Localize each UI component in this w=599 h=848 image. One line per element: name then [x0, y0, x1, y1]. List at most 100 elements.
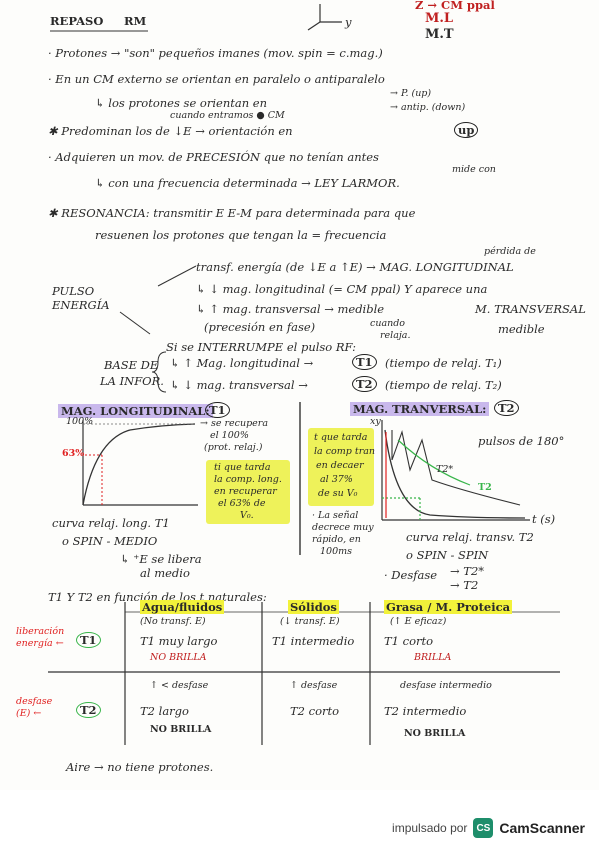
right-note-3: rápido, en: [312, 534, 361, 545]
top-note-3: M.T: [425, 27, 454, 42]
table-sub-agua: (No transf. E): [140, 616, 206, 627]
left-note-2: el 100%: [210, 430, 249, 441]
note-line-12: (precesión en fase): [204, 320, 316, 334]
row1-label-1: liberación: [16, 626, 65, 637]
row1-label-2: energía ←: [16, 638, 64, 649]
left-y100: 100%: [66, 416, 94, 427]
row2-agua: T2 largo: [140, 704, 189, 718]
right-graph-title: MAG. TRANVERSAL:: [350, 402, 490, 416]
note-line-11-b: M. TRANSVERSAL: [475, 302, 586, 316]
up-circle: up: [454, 122, 479, 138]
right-graph-box: [308, 428, 374, 506]
note-line-15-b: (tiempo de relaj. T₂): [385, 378, 502, 392]
scanned-page: [0, 0, 599, 790]
row2-grasa: T2 intermedio: [384, 704, 467, 718]
note-line-13: Si se INTERRUMPE el pulso RF:: [166, 340, 356, 354]
row2-circle: T2: [76, 702, 101, 718]
row1-agua-extra: NO BRILLA: [150, 652, 207, 663]
row2-agua-extra: NO BRILLA: [150, 724, 212, 735]
left-caption-3: ↳ ⁺E se libera: [120, 552, 202, 566]
note-line-12-b: cuando: [370, 318, 406, 329]
right-note-1: · La señal: [312, 510, 359, 521]
right-t2: T2: [478, 482, 492, 493]
note-line-1: · Protones → "son" pequeños imanes (mov.…: [48, 46, 383, 60]
top-note-1: Z → CM ppal: [415, 0, 495, 12]
right-caption-5: → T2: [450, 578, 479, 592]
row2-solidos: T2 corto: [290, 704, 340, 718]
left-box-5: V₀.: [240, 510, 254, 521]
row2-grasa-extra: NO BRILLA: [404, 728, 466, 739]
table-sub-grasa: (↑ E eficaz): [390, 616, 447, 627]
right-caption-1: curva relaj. transv. T2: [406, 530, 534, 544]
right-t-axis: t (s): [532, 512, 556, 526]
note-line-4: ✱ Predominan los de ↓E → orientación en: [48, 124, 293, 138]
right-box-5: de su V₀: [318, 488, 358, 499]
left-box-3: en recuperar: [214, 486, 277, 497]
note-line-9: transf. energía (de ↓E a ↑E) → MAG. LONG…: [196, 260, 514, 274]
t1-circle: T1: [352, 354, 377, 370]
table-header-agua: Agua/fluidos: [140, 600, 225, 614]
right-note-4: 100ms: [320, 546, 353, 557]
right-box-4: al 37%: [320, 474, 353, 485]
pulso-label-2: ENERGÍA: [52, 298, 110, 312]
row1-grasa: T1 corto: [384, 634, 434, 648]
note-line-8: resuenen los protones que tengan la = fr…: [95, 228, 387, 242]
note-line-7: ✱ RESONANCIA: transmitir E E-M para dete…: [48, 206, 416, 220]
left-y63: 63%: [62, 448, 85, 459]
left-graph-circle: T1: [205, 402, 230, 418]
left-caption-2: o SPIN - MEDIO: [62, 534, 158, 548]
row1-solidos: T1 intermedio: [272, 634, 355, 648]
right-caption-4: → T2*: [450, 564, 485, 578]
page-title: REPASO: [50, 14, 104, 28]
note-line-10: ↳ ↓ mag. longitudinal (= CM ppal) Y apar…: [196, 282, 488, 296]
left-graph-box: [206, 460, 290, 524]
note-line-5-sub: mide con: [452, 164, 496, 175]
table-header-solidos: Sólidos: [288, 600, 339, 614]
left-box-4: el 63% de: [218, 498, 266, 509]
note-line-3-sub: cuando entramos ● CM: [170, 110, 285, 121]
note-line-12-d: medible: [498, 322, 545, 336]
right-note-2: decrece muy: [312, 522, 374, 533]
left-box-1: ti que tarda: [214, 462, 271, 473]
note-line-6: ↳ con una frecuencia determinada → LEY L…: [95, 176, 400, 190]
right-pulse-label: pulsos de 180°: [478, 434, 565, 448]
right-box-1: t que tarda: [314, 432, 368, 443]
note-line-14: ↳ ↑ Mag. longitudinal →: [170, 356, 314, 370]
right-t2star: T2*: [436, 464, 454, 475]
right-axis-label: xy: [370, 416, 381, 427]
note-line-15: ↳ ↓ mag. transversal →: [170, 378, 308, 392]
camscanner-logo-icon: CS: [473, 818, 494, 838]
right-graph-circle: T2: [494, 400, 519, 416]
note-line-3: ↳ los protones se orientan en: [95, 96, 267, 110]
mid-grasa: desfase intermedio: [400, 680, 492, 691]
row2-label-1: desfase: [16, 696, 53, 707]
left-note-3: (prot. relaj.): [204, 442, 263, 453]
table-sub-solidos: (↓ transf. E): [280, 616, 340, 627]
bottom-note: Aire → no tiene protones.: [66, 760, 214, 774]
pulso-label-1: PULSO: [52, 284, 95, 298]
right-box-3: en decaer: [316, 460, 364, 471]
note-down: → antip. (down): [390, 102, 466, 113]
top-note-2: M.L: [425, 11, 454, 26]
right-caption-3: · Desfase: [384, 568, 438, 582]
note-line-5: · Adquieren un mov. de PRECESIÓN que no …: [48, 150, 379, 164]
left-caption-1: curva relaj. long. T1: [52, 516, 170, 530]
row1-agua: T1 muy largo: [140, 634, 218, 648]
note-line-11: ↳ ↑ mag. transversal → medible: [196, 302, 385, 316]
note-line-12-c: relaja.: [380, 330, 411, 341]
base-label-2: LA INFOR.: [100, 374, 164, 388]
row1-circle: T1: [76, 632, 101, 648]
mid-agua: ↑ < desfase: [150, 680, 209, 691]
left-graph-title: MAG. LONGITUDINAL:: [58, 404, 213, 418]
note-line-2: · En un CM externo se orientan en parale…: [48, 72, 385, 86]
axis-label: y: [345, 15, 352, 29]
left-box-2: la comp. long.: [214, 474, 282, 485]
note-line-14-b: (tiempo de relaj. T₁): [385, 356, 502, 370]
right-caption-2: o SPIN - SPIN: [406, 548, 489, 562]
row1-grasa-extra: BRILLA: [414, 652, 452, 663]
subject-label: RM: [124, 14, 147, 28]
table-header-grasa: Grasa / M. Proteica: [384, 600, 513, 614]
note-up: → P. (up): [390, 88, 432, 99]
note-line-9-sub: pérdida de: [484, 246, 536, 257]
t2-circle: T2: [352, 376, 377, 392]
